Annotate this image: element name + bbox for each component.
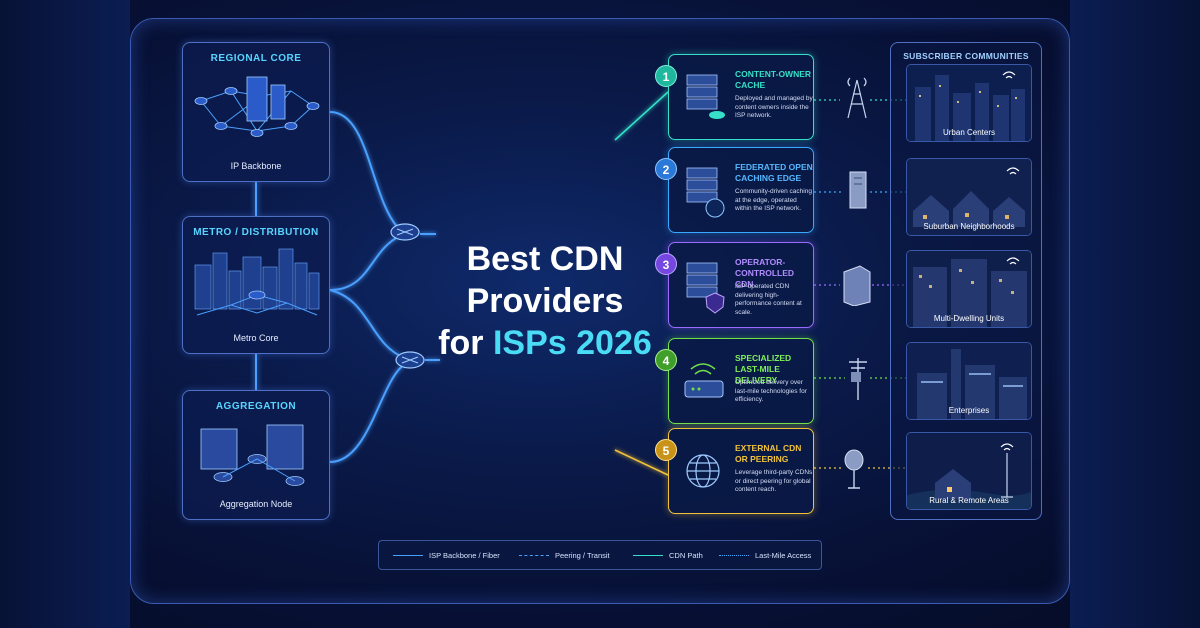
option-description: Deployed and managed by content owners i… (735, 95, 813, 119)
option-description: ISP-operated CDN delivering high-perform… (735, 283, 802, 316)
legend-label: Peering / Transit (555, 551, 610, 560)
option-title: Operator-Controlled CDN (735, 257, 795, 289)
wifi-router-icon (684, 363, 724, 398)
community-label: Urban Centers (942, 128, 996, 137)
option-description: Optimized delivery over last-mile techno… (735, 379, 807, 403)
community-urban-centers: Urban Centers (906, 64, 1032, 142)
option-federated-open-caching: 2 Federated Open Caching Edge Community-… (655, 147, 814, 233)
utility-pole-icon (849, 358, 867, 400)
community-label: Enterprises (948, 406, 990, 415)
tier-caption: IP Backbone (230, 161, 282, 171)
community-multi-dwelling-units: Multi-Dwelling Units (906, 250, 1032, 328)
cdn-path-1 (614, 91, 669, 141)
apartment-blocks-icon (907, 251, 1031, 327)
cdn-path-5 (614, 449, 669, 476)
option-title: Specialized Last-Mile Delivery (735, 353, 792, 385)
edge-server-users-icon (686, 167, 725, 218)
option-title: Federated Open Caching Edge (735, 162, 813, 183)
legend-swatch-backbone (393, 555, 423, 556)
tier-caption: Aggregation Node (219, 499, 293, 509)
communities-title: SUBSCRIBER COMMUNITIES (903, 51, 1029, 61)
street-cabinet-icon (849, 171, 867, 209)
router-b (395, 351, 425, 369)
community-label: Suburban Neighborhoods (923, 222, 1015, 231)
option-operator-controlled-cdn: 3 Operator-Controlled CDN ISP-operated C… (655, 242, 814, 328)
globe-icon (686, 454, 720, 488)
option-number-badge: 2 (655, 158, 677, 180)
title-line-1: Best CDN (466, 240, 624, 278)
legend-swatch-peering (519, 555, 549, 556)
building-server-icon (843, 265, 871, 306)
aggregation-node-icon (200, 424, 305, 486)
metro-to-router-b (329, 289, 406, 359)
option-external-cdn-peering: 5 External CDN or Peering Leverage third… (655, 428, 814, 514)
community-enterprises: Enterprises (906, 342, 1032, 420)
tier-title: AGGREGATION (215, 401, 297, 412)
option-number-badge: 4 (655, 349, 677, 371)
option-title: External CDN or Peering (735, 443, 802, 464)
agg-to-router-b (329, 363, 406, 463)
cache-server-icon (686, 74, 725, 119)
option-description: Community-driven caching at the edge, op… (735, 188, 812, 212)
legend-label: ISP Backbone / Fiber (429, 551, 500, 560)
rural-house-icon (907, 433, 1031, 509)
title-line-3-prefix: for (438, 324, 484, 362)
core-metro-link (255, 182, 257, 216)
tier-metro-distribution: METRO / DISTRIBUTION Metro Core (182, 216, 330, 354)
option-description: Leverage third-party CDNs or direct peer… (735, 469, 813, 493)
community-label: Multi-Dwelling Units (933, 314, 1005, 323)
page-title: Best CDN Providers for ISPs 2026 (430, 238, 660, 364)
metro-city-icon (194, 248, 320, 316)
option-specialized-last-mile: 4 Specialized Last-Mile Delivery Optimiz… (655, 338, 814, 424)
core-to-router-a (329, 111, 401, 231)
metro-to-router-a (329, 235, 401, 291)
office-buildings-icon (907, 343, 1031, 419)
suburban-houses-icon (907, 159, 1031, 235)
option-number-badge: 5 (655, 439, 677, 461)
option-number-badge: 1 (655, 65, 677, 87)
shield-server-icon (686, 262, 725, 314)
community-rural-remote: Rural & Remote Areas (906, 432, 1032, 510)
satellite-dish-icon (844, 449, 864, 489)
legend-label: Last-Mile Access (755, 551, 812, 560)
title-line-3: for ISPs 2026 (430, 322, 660, 364)
metro-agg-link (255, 354, 257, 390)
cell-tower-icon (847, 77, 867, 119)
tier-caption: Metro Core (233, 333, 279, 343)
right-edge-backdrop (1070, 0, 1200, 628)
legend-swatch-cdn-path (633, 555, 663, 556)
backbone-network-icon (194, 76, 320, 137)
diagram-frame (130, 18, 1070, 604)
community-suburban-neighborhoods: Suburban Neighborhoods (906, 158, 1032, 236)
option-title: Content-Owner Cache (735, 69, 812, 90)
router-a (390, 223, 420, 241)
title-accent: ISPs 2026 (492, 324, 652, 362)
legend-label: CDN Path (669, 551, 703, 560)
legend: ISP Backbone / Fiber Peering / Transit C… (378, 540, 822, 570)
tier-regional-core: REGIONAL CORE IP Backbone (182, 42, 330, 182)
left-edge-backdrop (0, 0, 130, 628)
tier-title: REGIONAL CORE (210, 53, 302, 64)
tier-aggregation: AGGREGATION Aggregation Node (182, 390, 330, 520)
tier-title: METRO / DISTRIBUTION (193, 227, 319, 238)
option-number-badge: 3 (655, 253, 677, 275)
city-skyline-icon (907, 65, 1031, 141)
option-content-owner-cache: 1 Content-Owner Cache Deployed and manag… (655, 54, 814, 140)
community-label: Rural & Remote Areas (929, 496, 1009, 505)
title-line-2: Providers (466, 282, 624, 320)
legend-swatch-last-mile (719, 555, 749, 556)
